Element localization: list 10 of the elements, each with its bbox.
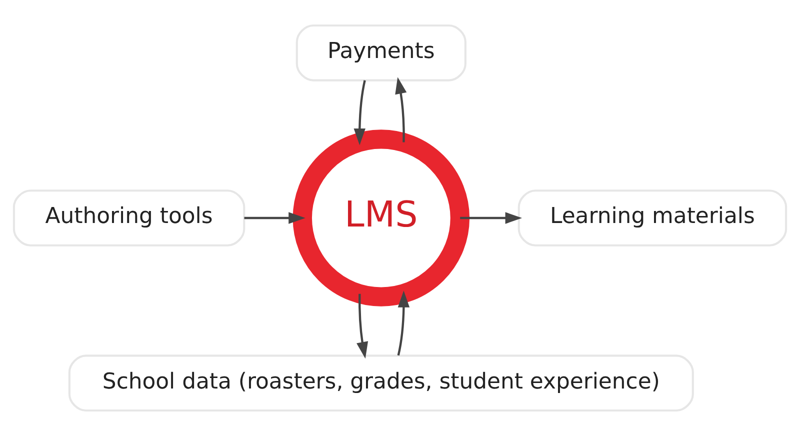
arrow [397,290,410,356]
node-box: Learning materials [518,189,788,246]
node-box: Authoring tools [12,189,246,246]
node-box: School data (roasters, grades, student experience) [68,354,694,412]
node-box: Payments [296,24,466,81]
arrow [460,212,522,224]
arrow [356,293,368,358]
arrow [395,76,407,142]
arrow [244,212,306,224]
arrow [354,80,366,145]
